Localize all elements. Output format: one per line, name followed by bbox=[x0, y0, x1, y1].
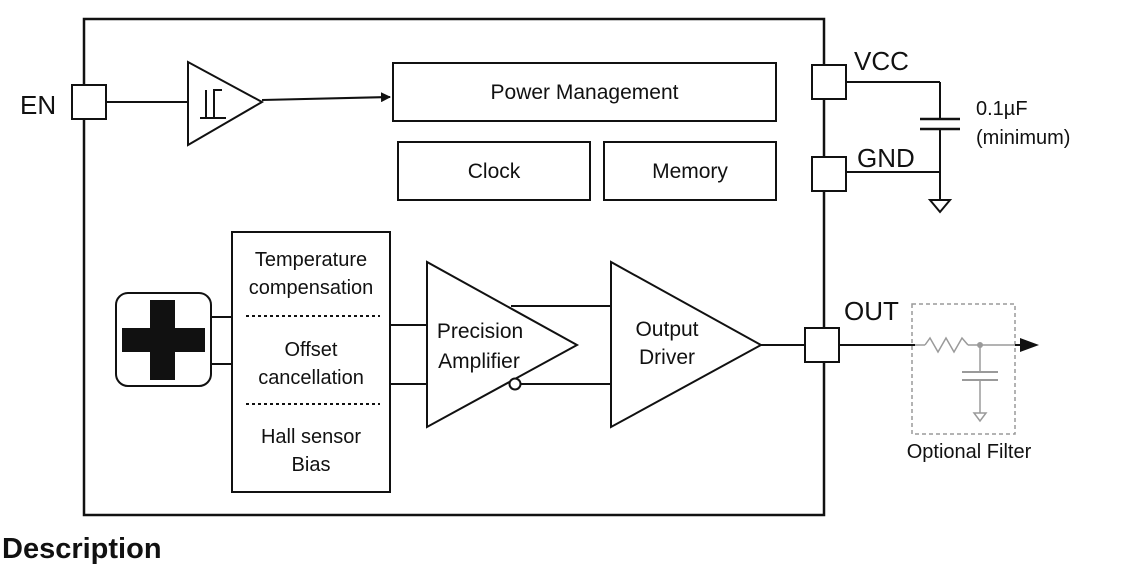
out-pad bbox=[804, 327, 840, 363]
output-arrow-icon bbox=[1020, 338, 1039, 352]
en-pin: EN bbox=[20, 84, 107, 120]
power-management-label: Power Management bbox=[491, 81, 679, 104]
filter-ground-icon bbox=[972, 412, 988, 423]
hall-bias-line2: Bias bbox=[292, 454, 331, 476]
capacitor-note: (minimum) bbox=[976, 127, 1070, 149]
out-label: OUT bbox=[844, 296, 899, 326]
schmitt-trigger-icon bbox=[187, 60, 265, 147]
memory-block bbox=[603, 141, 777, 201]
hall-bias-line1: Hall sensor bbox=[261, 426, 361, 448]
en-pad bbox=[71, 84, 107, 120]
power-management-block bbox=[392, 62, 777, 122]
temp-comp-line1: Temperature bbox=[255, 249, 367, 271]
optional-filter bbox=[911, 303, 1016, 435]
vcc-label: VCC bbox=[854, 46, 909, 76]
output-driver bbox=[610, 260, 764, 429]
driver-line1: Output bbox=[635, 318, 698, 341]
temp-comp-line2: compensation bbox=[249, 277, 374, 299]
clock-block bbox=[397, 141, 591, 201]
section-heading: Description bbox=[2, 533, 162, 565]
resistor-icon bbox=[924, 336, 969, 354]
filter-label: Optional Filter bbox=[907, 441, 1032, 463]
en-label: EN bbox=[20, 90, 56, 120]
ic-outline bbox=[82, 17, 826, 517]
filter-outline bbox=[911, 303, 1016, 435]
ground-icon bbox=[927, 199, 953, 214]
capacitor-icon bbox=[920, 117, 960, 131]
memory-label: Memory bbox=[652, 160, 728, 183]
clock-label: Clock bbox=[468, 160, 521, 183]
capacitor-value: 0.1µF bbox=[976, 98, 1028, 120]
precision-amplifier bbox=[426, 260, 580, 429]
gnd-label: GND bbox=[857, 143, 915, 173]
signal-conditioning-block bbox=[231, 231, 391, 493]
offset-line2: cancellation bbox=[258, 367, 364, 389]
amplifier-line2: Amplifier bbox=[438, 350, 520, 373]
gnd-pad bbox=[811, 156, 847, 192]
inverting-output-bubble bbox=[508, 377, 522, 391]
vcc-pad bbox=[811, 64, 847, 100]
driver-line2: Driver bbox=[639, 346, 695, 369]
offset-line1: Offset bbox=[285, 339, 338, 361]
hall-sensor-icon bbox=[115, 292, 212, 387]
block-diagram: EN Power Management Clock Memory VCC 0.1… bbox=[20, 17, 1070, 517]
amplifier-line1: Precision bbox=[437, 320, 523, 343]
